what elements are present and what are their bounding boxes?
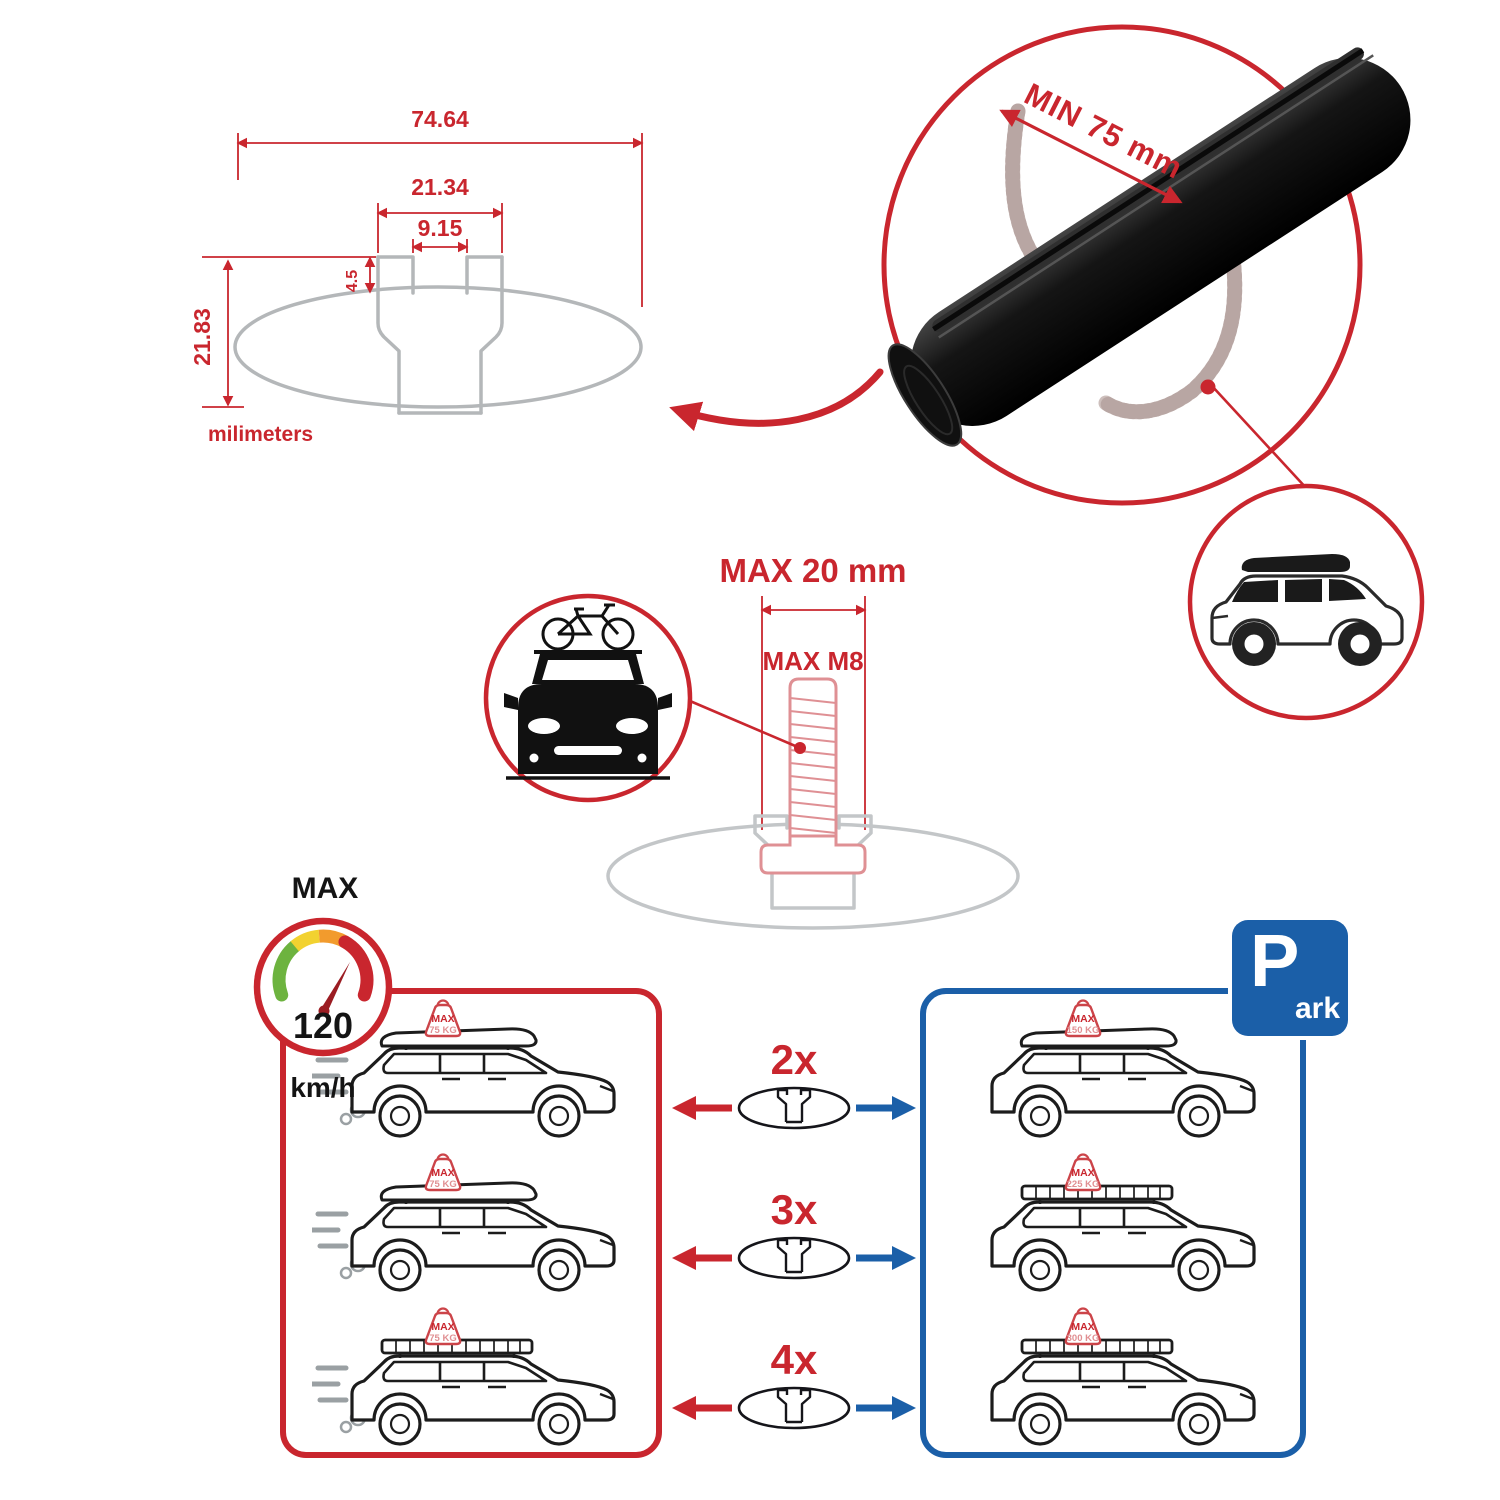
bolt-max-thread-label: MAX M8: [762, 646, 863, 676]
driving-car-1: MAX 75 KG: [312, 999, 642, 1146]
dim-total-height-value: 21.83: [189, 308, 215, 366]
bar-end-cap: [887, 343, 963, 447]
dim-lip-depth-value: 4.5: [344, 270, 361, 292]
bar-profile-icon: [737, 1086, 851, 1130]
load-tag: MAX 75 KG: [424, 999, 462, 1038]
dim-total-width: 74.64: [236, 106, 644, 307]
parked-panel: [920, 988, 1306, 1458]
load-tag-title: MAX: [1071, 1013, 1094, 1025]
suv-with-roofbox-illustration: [1210, 554, 1404, 666]
park-sign-suffix: ark: [1294, 992, 1340, 1025]
load-tag-title: MAX: [431, 1321, 454, 1333]
load-tag: MAX 300 KG: [1064, 1307, 1102, 1346]
units-label: milimeters: [208, 423, 313, 446]
speed-max-title: MAX: [291, 872, 359, 905]
parked-car-1: MAX 150 KG: [952, 999, 1282, 1146]
gauge-needle: [320, 962, 350, 1013]
dim-slot-outer-value: 21.34: [411, 174, 469, 200]
driving-car-3: MAX 75 KG: [312, 1307, 642, 1454]
callout-connector-line: [1211, 385, 1309, 491]
bolt-callout-line: [689, 699, 801, 750]
dim-slot-inner: 9.15: [411, 215, 469, 253]
bar-profile-icon: [737, 1236, 851, 1280]
parked-car-2: MAX 225 KG: [952, 1153, 1282, 1300]
quantity-label: 4x: [771, 1336, 818, 1383]
speed-unit: km/h: [290, 1072, 356, 1103]
parked-car-3: MAX 300 KG: [952, 1307, 1282, 1454]
dim-total-width-value: 74.64: [411, 106, 469, 132]
park-sign: P ark: [1232, 920, 1348, 1036]
bar-cross-section-outline: [233, 255, 643, 415]
driving-car-2: MAX 75 KG: [312, 1153, 642, 1300]
bolt-dimension-diagram: MAX 20 mm MAX M8: [606, 552, 1020, 930]
load-tag-value: 75 KG: [429, 1025, 456, 1036]
load-tag: MAX 225 KG: [1064, 1153, 1102, 1192]
bolt-max-width-label: MAX 20 mm: [719, 552, 906, 589]
bolt-width-dimension: [760, 596, 867, 830]
callout-dot: [1200, 379, 1216, 395]
dim-slot-outer: 21.34: [376, 174, 504, 253]
quantity-row-3: 4x: [672, 1336, 916, 1430]
park-sign-letter: P: [1250, 919, 1300, 1002]
bike-icon: [541, 603, 635, 651]
dim-lip-depth: 4.5: [344, 256, 376, 294]
bolt-callout-dot: [794, 742, 806, 754]
quantity-label: 3x: [771, 1186, 818, 1233]
driving-panel: [280, 988, 662, 1458]
bar-profile-icon: [737, 1386, 851, 1430]
crossbar-dimension-diagram: 74.64 21.34 9.15 4.5 21.83 milimeters: [189, 106, 644, 446]
bar-quantity-column: 2x 3x 4x: [672, 1036, 916, 1430]
load-tag-title: MAX: [431, 1013, 454, 1025]
speed-value: 120: [293, 1005, 353, 1046]
t-bolt-head: [759, 834, 867, 875]
speedometer-gauge-icon: [272, 929, 374, 1002]
load-tag-title: MAX: [431, 1167, 454, 1179]
load-tag: MAX 75 KG: [424, 1307, 462, 1346]
load-tag: MAX 150 KG: [1064, 999, 1102, 1038]
crossbar-render-circle: MIN 75 mm: [881, 24, 1411, 506]
load-tag-value: 300 KG: [1067, 1333, 1100, 1344]
t-bolt: [759, 677, 867, 875]
speed-limit-badge: 120: [253, 917, 393, 1057]
load-tag-value: 225 KG: [1067, 1179, 1100, 1190]
load-tag: MAX 75 KG: [424, 1153, 462, 1192]
dim-total-height: 21.83: [189, 259, 244, 408]
load-tag-value: 75 KG: [429, 1333, 456, 1344]
load-tag-title: MAX: [1071, 1167, 1094, 1179]
car-front-with-bike-illustration: [504, 603, 672, 780]
load-tag-value: 150 KG: [1067, 1025, 1100, 1036]
car-front-bike-circle: [483, 593, 693, 803]
suv-roofbox-circle: [1187, 483, 1425, 721]
quantity-label: 2x: [771, 1036, 818, 1083]
load-tag-title: MAX: [1071, 1321, 1094, 1333]
load-tag-value: 75 KG: [429, 1179, 456, 1190]
zoom-pointer-arrow: [669, 368, 884, 432]
dim-slot-inner-value: 9.15: [418, 215, 463, 241]
roof-cargo-box: [1241, 554, 1350, 572]
quantity-row-2: 3x: [672, 1186, 916, 1280]
quantity-row-1: 2x: [672, 1036, 916, 1130]
